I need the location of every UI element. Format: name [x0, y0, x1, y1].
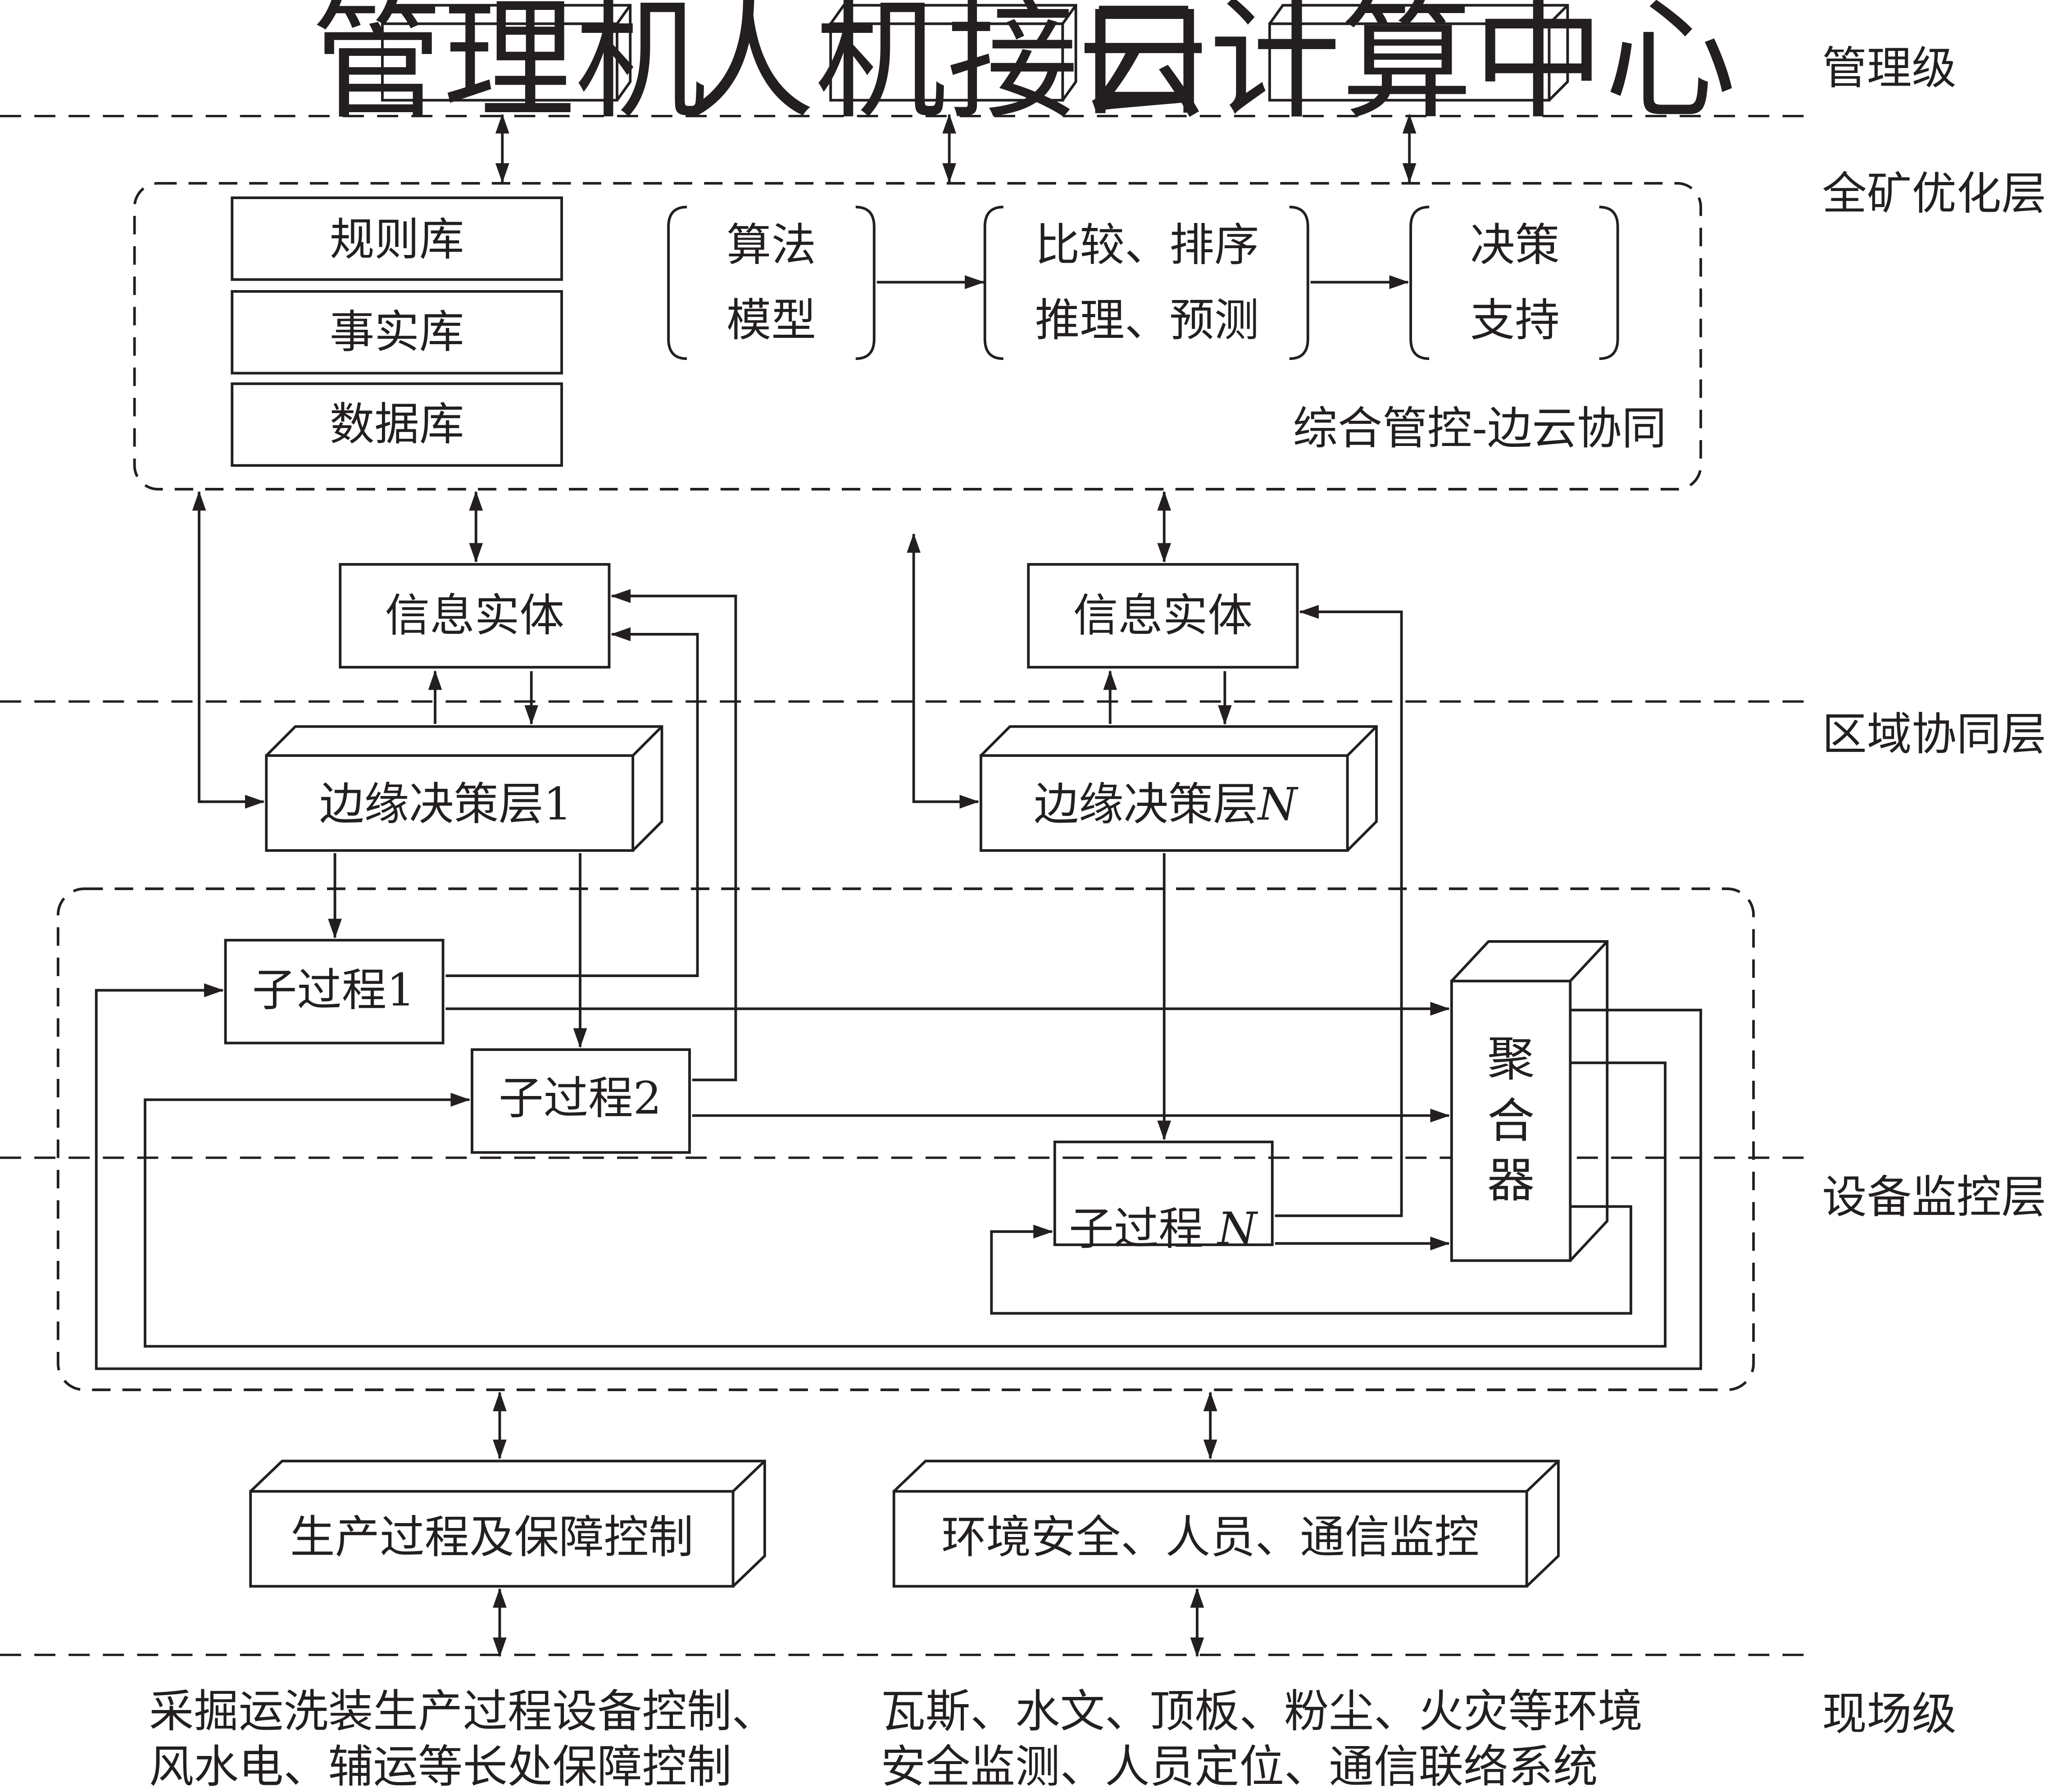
cloud-center-label: 云计算中心	[1077, 0, 1737, 137]
edge-layer-1-label: 边缘决策层1	[319, 778, 572, 830]
edge-layer-n-box	[979, 725, 1378, 852]
human-machine-interface-box	[829, 4, 1077, 102]
arrow-edge-n-up	[907, 533, 980, 809]
environment-monitoring-label: 环境安全、人员、通信监控	[941, 1512, 1479, 1564]
edge-layer-1-box	[265, 725, 663, 852]
subprocess-2-label: 子过程2	[499, 1073, 662, 1124]
info-entity-1-label: 信息实体	[385, 590, 564, 641]
arrow-group-to-edge-1	[192, 491, 265, 809]
aggregator-char-1: 聚	[1487, 1031, 1535, 1087]
decision-label-1: 决策	[1470, 219, 1560, 271]
info-entity-n-box	[1027, 563, 1299, 669]
production-control-label: 生产过程及保障控制	[290, 1512, 694, 1564]
cloud-center-box	[1268, 4, 1569, 102]
layer-label-mine-optimization: 全矿优化层	[1822, 168, 2046, 220]
layer-separators	[0, 114, 1809, 1656]
integrated-control-group	[133, 182, 1703, 491]
field-left-line-2: 风水电、辅运等长处保障控制	[149, 1741, 732, 1792]
subprocess-n-box	[1053, 1140, 1274, 1246]
equipment-group	[56, 887, 1755, 1392]
database-label: 数据库	[330, 399, 464, 450]
subprocess-n-label: 子过程 N	[1069, 1203, 1258, 1255]
environment-monitoring-box	[892, 1460, 1560, 1588]
info-entity-1-box	[339, 563, 611, 669]
aggregator-box	[1450, 940, 1609, 1262]
database-box	[231, 382, 563, 467]
compare-label-2: 推理、预测	[1035, 295, 1259, 346]
management-computer-label: 管理机	[311, 0, 707, 137]
layer-label-equipment: 设备监控层	[1822, 1171, 2046, 1223]
rule-base-label: 规则库	[330, 214, 464, 266]
subprocess-2-box	[471, 1048, 691, 1154]
production-control-box	[249, 1460, 766, 1588]
subprocess-1-label: 子过程1	[252, 964, 415, 1016]
subprocess-1-box	[224, 939, 445, 1045]
layer-label-management: 管理级	[1822, 43, 1957, 95]
decision-label-2: 支持	[1470, 295, 1560, 346]
fact-base-label: 事实库	[330, 306, 464, 358]
compare-label-1: 比较、排序	[1035, 219, 1259, 271]
control-group-label: 综合管控-边云协同	[1293, 403, 1666, 455]
field-right-line-2: 安全监测、人员定位、通信联络系统	[881, 1741, 1598, 1792]
aggregator-char-2: 合	[1487, 1093, 1535, 1149]
management-computer-box	[381, 4, 632, 102]
algorithm-label-2: 模型	[727, 295, 816, 346]
algorithm-model-bracket	[667, 205, 876, 360]
field-left-line-1: 采掘运洗装生产过程设备控制、	[149, 1686, 776, 1737]
fact-base-box	[231, 290, 563, 375]
interface-label: 人机接口	[683, 0, 1210, 137]
rule-base-box	[231, 196, 563, 281]
aggregator-char-3: 器	[1487, 1152, 1535, 1208]
edge-layer-n-label: 边缘决策层N	[1034, 778, 1299, 830]
algorithm-label-1: 算法	[727, 219, 816, 271]
layer-label-field: 现场级	[1822, 1688, 1957, 1740]
field-right-line-1: 瓦斯、水文、顶板、粉尘、火灾等环境	[881, 1686, 1643, 1737]
compare-sort-bracket	[983, 205, 1309, 360]
info-entity-n-label: 信息实体	[1073, 590, 1253, 641]
layer-label-regional: 区域协同层	[1822, 709, 2046, 760]
decision-support-bracket	[1409, 205, 1619, 360]
